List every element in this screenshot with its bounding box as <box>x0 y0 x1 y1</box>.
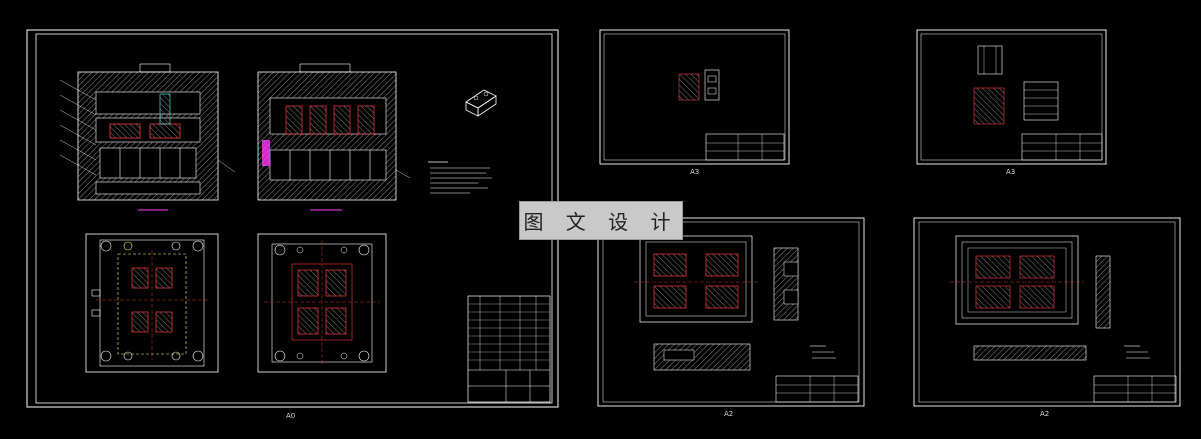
sheet-size-label-a2-middle: A2 <box>724 410 733 418</box>
sheet-a3-top-middle: A3 <box>599 29 790 176</box>
isometric-part <box>465 89 497 117</box>
sheet-size-label-main: A0 <box>286 412 295 420</box>
sheet-a2-bottom-right: A2 <box>913 217 1181 418</box>
sheet-main-a0: A0 <box>26 29 559 420</box>
sheet-size-label-a2-right: A2 <box>1040 410 1049 418</box>
watermark-banner: 图 文 设 计 <box>519 201 683 240</box>
sheet-size-label-a3-right: A3 <box>1006 168 1015 176</box>
technical-notes <box>428 161 492 194</box>
sheet-a3-top-right: A3 <box>916 29 1107 176</box>
section-view-2 <box>257 63 411 211</box>
plan-view-1 <box>85 233 219 373</box>
plan-view-2 <box>257 233 387 373</box>
sheet-size-label-a3-middle: A3 <box>690 168 699 176</box>
section-view-1 <box>59 63 236 211</box>
sheet-a2-bottom-middle: A2 <box>597 217 865 418</box>
bom-title-block <box>467 295 551 403</box>
